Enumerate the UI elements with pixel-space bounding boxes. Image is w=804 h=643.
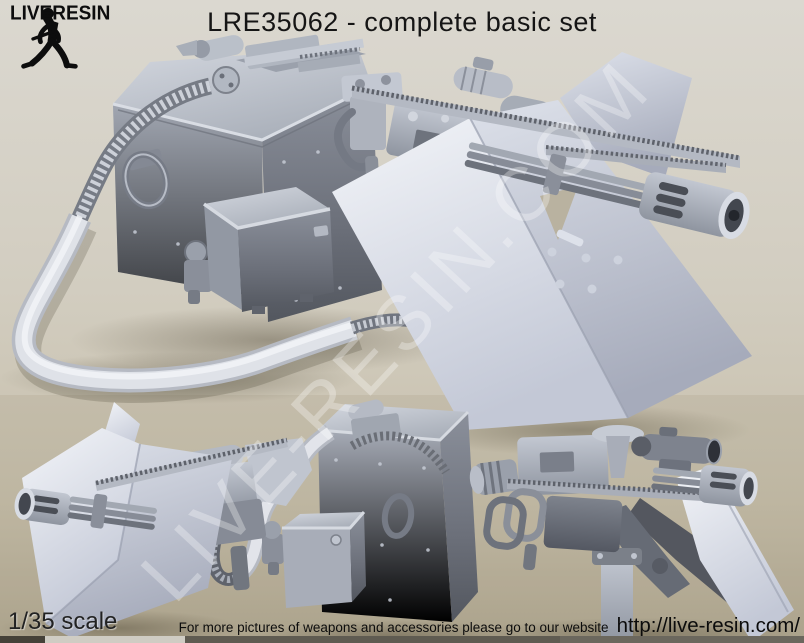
optical-sight <box>631 426 723 475</box>
shield-bolts <box>547 247 623 294</box>
barrels-left-view <box>14 437 288 530</box>
assembled-gun-left-view <box>14 399 478 638</box>
footer: For more pictures of weapons and accesso… <box>179 614 800 638</box>
brand-logo: LiveResin <box>10 2 111 69</box>
soldier-logo-icon <box>21 7 78 69</box>
feed-chute <box>11 213 414 403</box>
brand-name: LiveResin <box>10 2 111 25</box>
scale-label: 1/35 scale <box>8 608 118 635</box>
small-box <box>184 187 334 314</box>
page-title: LRE35062 - complete basic set <box>207 7 597 37</box>
shield-left-view <box>22 402 232 638</box>
website-url: http://live-resin.com/ <box>616 614 800 637</box>
shield-right-view <box>676 466 794 642</box>
feeder-mechanism <box>176 34 366 94</box>
pedestal-mount <box>592 505 690 643</box>
pedestal-gun-right-view <box>469 425 794 643</box>
bottom-edge-band <box>0 636 804 643</box>
footer-note: For more pictures of weapons and accesso… <box>178 620 609 635</box>
spade-grips <box>483 488 547 550</box>
minigun-barrels <box>351 85 750 240</box>
gun-right-view <box>469 425 758 571</box>
small-box-left-view <box>262 511 366 608</box>
ammo-belt <box>70 77 213 226</box>
shield-left-wing <box>332 118 628 430</box>
